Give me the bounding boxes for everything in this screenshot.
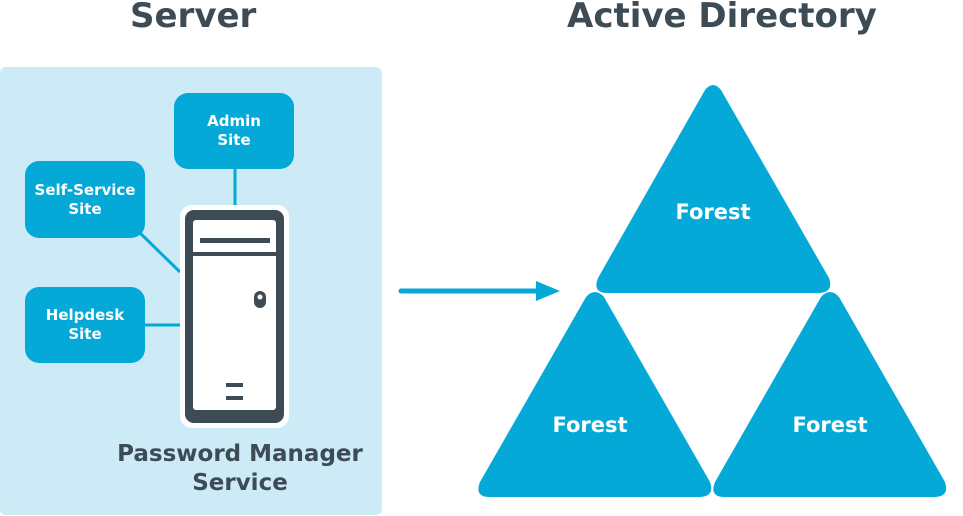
- self-service-site-line2: Site: [68, 199, 102, 218]
- active-directory-heading: Active Directory: [567, 0, 877, 36]
- forest-label-right: Forest: [792, 413, 868, 437]
- arrow-right-icon: [398, 281, 560, 301]
- admin-site-box: Admin Site: [174, 93, 294, 169]
- self-service-site-line1: Self-Service: [34, 180, 136, 199]
- password-manager-service-label: Password Manager Service: [100, 440, 380, 498]
- forest-triangle-right: [713, 292, 947, 497]
- admin-site-line2: Site: [217, 131, 251, 149]
- self-service-site-box: Self-Service Site: [25, 161, 145, 238]
- service-label-line1: Password Manager: [117, 441, 363, 467]
- service-label-line2: Service: [192, 470, 288, 496]
- forest-label-left: Forest: [552, 413, 628, 437]
- helpdesk-site-box: Helpdesk Site: [25, 287, 145, 363]
- forest-triangle-top: [596, 85, 831, 293]
- admin-site-line1: Admin: [207, 112, 261, 130]
- selfservice-connector: [137, 230, 182, 274]
- forest-label-top: Forest: [675, 200, 751, 224]
- helpdesk-site-line2: Site: [68, 325, 102, 343]
- server-heading: Server: [130, 0, 257, 36]
- server-tower-icon: [180, 205, 289, 428]
- forest-triangle-left: [478, 292, 712, 497]
- helpdesk-site-line1: Helpdesk: [45, 306, 125, 324]
